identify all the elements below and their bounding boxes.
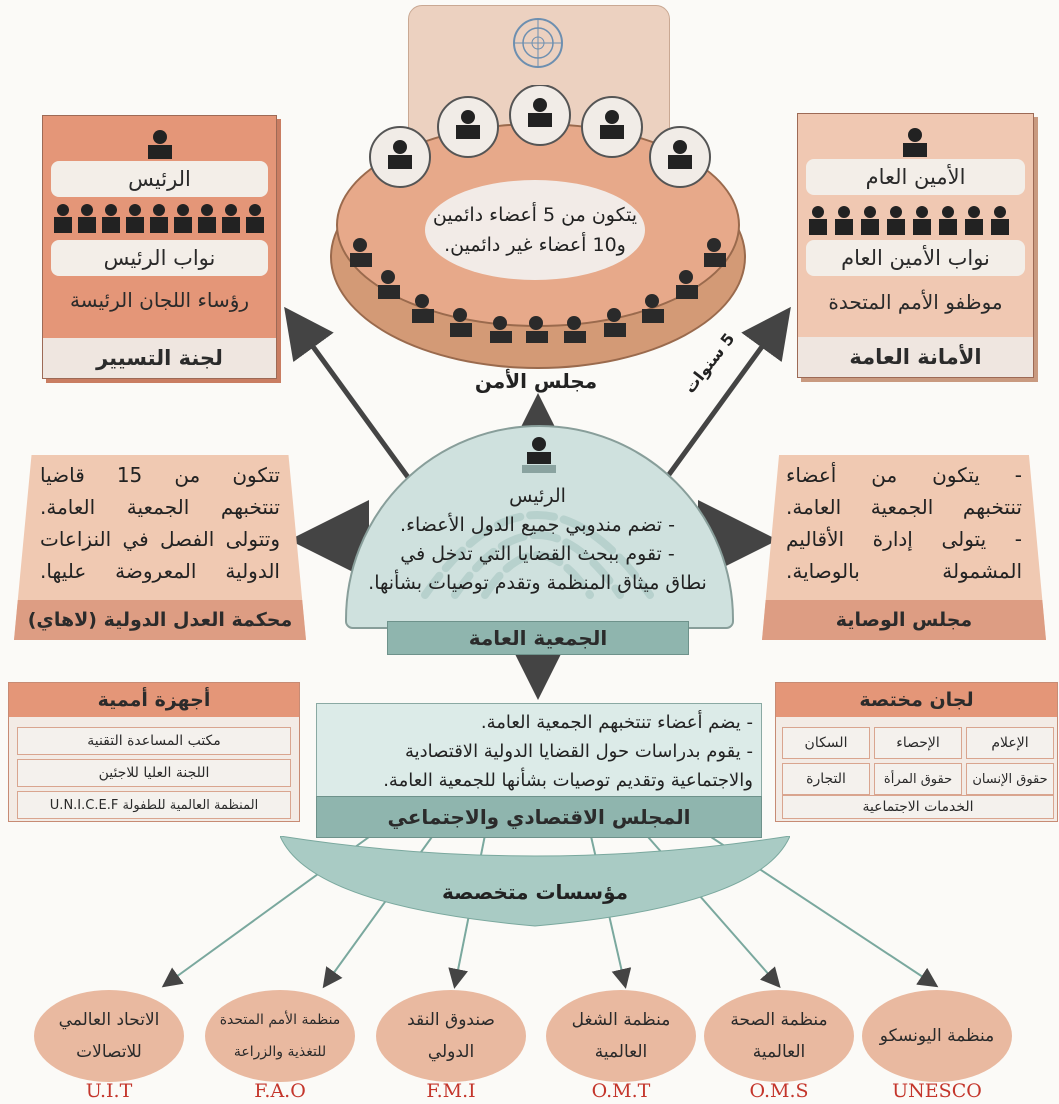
agency-ilo-line1: منظمة الشغل	[571, 1010, 671, 1030]
icj-line-4: الدولية المعروضة عليها.	[40, 559, 280, 583]
commission-population: السكان	[782, 727, 870, 759]
trusteeship-panel: - يتكون من أعضاء تنتخبهم الجمعية العامة.…	[762, 455, 1046, 640]
agency-unesco: منظمة اليونسكو	[862, 990, 1012, 1082]
president-figure-icon	[148, 130, 172, 159]
icj-panel: تتكون من 15 قاضيا تنتخبهم الجمعية العامة…	[14, 455, 306, 640]
ecosoc-title: المجلس الاقتصادي والاجتماعي	[316, 796, 762, 838]
agency-fao-line2: للتغذية والزراعة	[233, 1044, 327, 1060]
agency-fao-line1: منظمة الأمم المتحدة	[219, 1012, 341, 1028]
ecosoc-line-3: والاجتماعية وتقديم توصيات بشأنها للجمعية…	[383, 770, 753, 791]
agency-itu: الاتحاد العالمي للاتصالات	[34, 990, 184, 1082]
commission-women-rights: حقوق المرأة	[874, 763, 962, 795]
agency-who-line2: العالمية	[752, 1042, 806, 1062]
subsidiary-bodies-title: أجهزة أممية	[9, 683, 299, 717]
commission-social-services: الخدمات الاجتماعية	[782, 795, 1054, 819]
agency-imf-abbr: F.M.I	[426, 1080, 476, 1102]
icj-desc: تتكون من 15 قاضيا تنتخبهم الجمعية العامة…	[40, 459, 280, 587]
general-committee-panel: الرئيس نواب الرئيس رؤساء اللجان الرئيسة …	[42, 115, 277, 379]
agencies-banner	[280, 836, 790, 927]
deputies-figures-icon	[809, 206, 1009, 235]
commission-statistics: الإحصاء	[874, 727, 962, 759]
commission-human-rights: حقوق الإنسان	[966, 763, 1054, 795]
trusteeship-line-4: المشمولة بالوصاية.	[786, 559, 1022, 583]
subsidiary-body-3: المنظمة العالمية للطفولة U.N.I.C.E.F	[17, 791, 291, 819]
security-council: يتكون من 5 أعضاء دائمين و10 أعضاء غير دا…	[330, 5, 746, 397]
security-council-title: مجلس الأمن	[474, 369, 598, 393]
subsidiary-body-1: مكتب المساعدة التقنية	[17, 727, 291, 755]
trusteeship-line-2: تنتخبهم الجمعية العامة.	[786, 495, 1022, 519]
ecosoc-line-2: - يقوم بدراسات حول القضايا الدولية الاقت…	[405, 741, 753, 762]
secretary-general-figure-icon	[903, 128, 927, 157]
commissions-title: لجان مختصة	[776, 683, 1057, 717]
general-assembly-desc: - تضم مندوبي جميع الدول الأعضاء. - تقوم …	[355, 511, 720, 598]
agency-fao-abbr: F.A.O	[254, 1080, 306, 1102]
general-committee-chairs: رؤساء اللجان الرئيسة	[69, 288, 250, 312]
security-council-desc-line1: يتكون من 5 أعضاء دائمين	[432, 204, 638, 226]
agency-imf-line2: الدولي	[427, 1042, 475, 1062]
agency-ilo-line2: العالمية	[594, 1042, 648, 1062]
icj-title: محكمة العدل الدولية (لاهاي)	[14, 600, 306, 640]
agency-itu-line1: الاتحاد العالمي	[58, 1010, 160, 1030]
agency-unesco-abbr: UNESCO	[892, 1080, 982, 1102]
permanent-members-icons	[369, 85, 711, 188]
arrow-to-secretariat	[662, 306, 791, 482]
non-permanent-members-icons	[350, 238, 726, 343]
secretariat-panel: الأمين العام نواب الأمين العام موظفو الأ…	[797, 113, 1034, 378]
agency-itu-line2: للاتصالات	[76, 1042, 142, 1062]
assembly-seats	[421, 511, 654, 599]
general-assembly-title: الجمعية العامة	[387, 621, 689, 655]
trusteeship-title: مجلس الوصاية	[762, 600, 1046, 640]
ecosoc-desc: - يضم أعضاء تنتخبهم الجمعية العامة. - يق…	[325, 708, 753, 795]
trusteeship-line-3: - يتولى إدارة الأقاليم	[786, 527, 1022, 551]
general-committee-president: الرئيس	[51, 161, 268, 197]
commission-information: الإعلام	[966, 727, 1054, 759]
general-assembly-line-2: - تقوم ببحث القضايا التي تدخل في	[400, 543, 675, 565]
commission-trade: التجارة	[782, 763, 870, 795]
ecosoc-line-1: - يضم أعضاء تنتخبهم الجمعية العامة.	[480, 712, 753, 733]
agency-imf: صندوق النقد الدولي	[376, 990, 526, 1082]
secretariat-deputies: نواب الأمين العام	[806, 240, 1025, 276]
security-council-desc-oval: يتكون من 5 أعضاء دائمين و10 أعضاء غير دا…	[425, 180, 645, 280]
secretariat-secretary-general: الأمين العام	[806, 159, 1025, 195]
agency-imf-line1: صندوق النقد	[407, 1010, 495, 1030]
agency-fao: منظمة الأمم المتحدة للتغذية والزراعة	[205, 990, 355, 1082]
assembly-president-figure-icon	[522, 437, 556, 473]
arrow-to-general-committee	[284, 306, 413, 482]
general-committee-vice-presidents: نواب الرئيس	[51, 240, 268, 276]
agency-who-line1: منظمة الصحة	[730, 1010, 828, 1030]
subsidiary-bodies-panel: أجهزة أممية مكتب المساعدة التقنية اللجنة…	[8, 682, 300, 822]
trusteeship-desc: - يتكون من أعضاء تنتخبهم الجمعية العامة.…	[786, 459, 1022, 587]
agency-itu-abbr: U.I.T	[85, 1080, 133, 1102]
general-assembly-line-1: - تضم مندوبي جميع الدول الأعضاء.	[400, 514, 675, 536]
agency-unesco-line1: منظمة اليونسكو	[879, 1026, 995, 1046]
vice-presidents-figures-icon	[54, 204, 264, 233]
general-assembly-line-3: نطاق ميثاق المنظمة وتقدم توصيات بشأنها.	[368, 572, 707, 594]
secretariat-staff: موظفو الأمم المتحدة	[828, 290, 1003, 314]
agency-ilo: منظمة الشغل العالمية	[546, 990, 696, 1082]
commissions-panel: لجان مختصة الإعلام الإحصاء السكان حقوق ا…	[775, 682, 1058, 822]
icj-line-1: تتكون من 15 قاضيا	[40, 463, 280, 487]
agency-who-abbr: O.M.S	[749, 1080, 809, 1102]
secretariat-title: الأمانة العامة	[798, 337, 1033, 377]
agency-who: منظمة الصحة العالمية	[704, 990, 854, 1082]
icj-line-2: تنتخبهم الجمعية العامة.	[40, 495, 280, 519]
general-assembly: الرئيس - تضم مندوبي جميع الدول الأعضاء. …	[345, 425, 734, 655]
agencies-title: مؤسسات متخصصة	[441, 880, 628, 904]
un-emblem-icon	[513, 18, 563, 68]
subsidiary-body-2: اللجنة العليا للاجئين	[17, 759, 291, 787]
agency-ilo-abbr: O.M.T	[591, 1080, 651, 1102]
general-committee-title: لجنة التسيير	[43, 338, 276, 378]
trusteeship-line-1: - يتكون من أعضاء	[786, 463, 1022, 487]
icj-line-3: وتتولى الفصل في النزاعات	[40, 527, 280, 551]
general-assembly-president: الرئيس	[509, 485, 566, 507]
security-council-desc-line2: و10 أعضاء غير دائمين.	[444, 234, 626, 256]
